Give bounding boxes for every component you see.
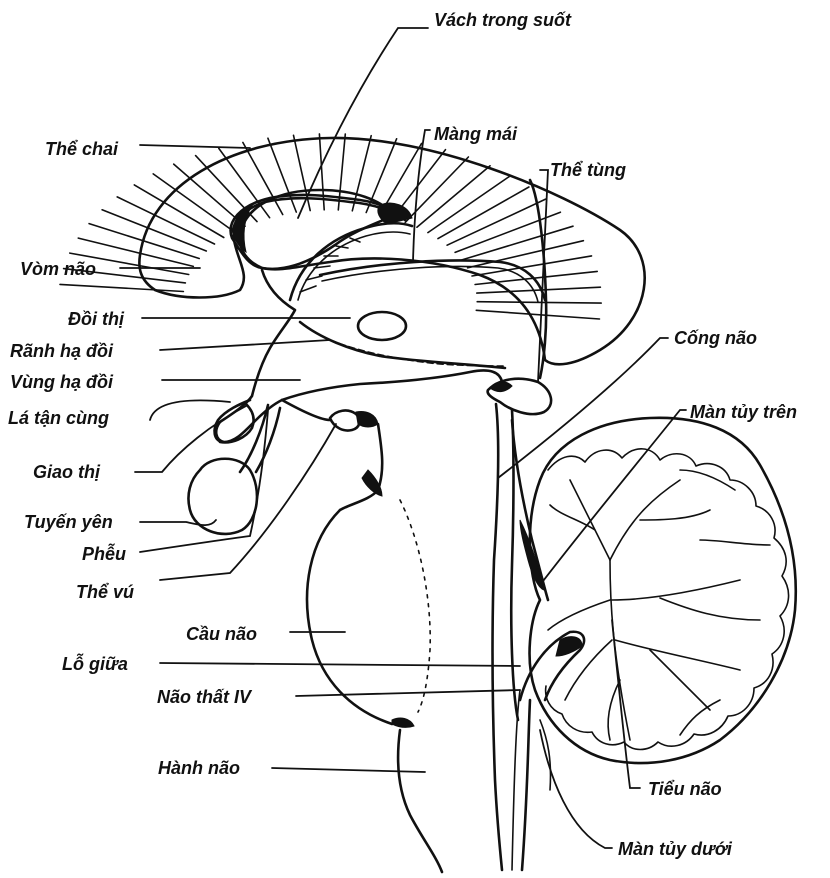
label-nao-that-iv: Não thất IV bbox=[157, 687, 253, 707]
pons bbox=[307, 510, 392, 724]
label-doi-thi: Đồi thị bbox=[68, 309, 125, 329]
fornix-dark bbox=[378, 203, 412, 222]
label-ranh-ha-doi: Rãnh hạ đồi bbox=[10, 341, 114, 361]
callosum-stripe bbox=[468, 241, 584, 268]
pons-dark bbox=[392, 718, 414, 727]
label-cong-nao: Cống não bbox=[674, 328, 757, 348]
callosum-stripe bbox=[477, 287, 601, 293]
midbrain bbox=[340, 424, 382, 510]
label-la-tan-cung: Lá tận cùng bbox=[8, 408, 109, 428]
callosum-stripe bbox=[174, 164, 245, 226]
label-giao-thi: Giao thị bbox=[33, 462, 101, 482]
thalamus-lower-edge bbox=[300, 322, 505, 368]
label-man-tuy-tren: Màn tủy trên bbox=[690, 402, 797, 422]
callosum-stripe bbox=[366, 139, 396, 213]
superior-medullary-velum bbox=[512, 420, 548, 600]
label-the-vu: Thể vú bbox=[76, 582, 134, 602]
callosum-stripe bbox=[476, 310, 599, 319]
label-mang-mai: Màng mái bbox=[434, 124, 518, 144]
labels: Vách trong suốt Màng mái Thể chai Thể tù… bbox=[8, 10, 797, 859]
inferior-medullary-velum bbox=[522, 700, 530, 870]
label-the-tung: Thể tùng bbox=[550, 160, 626, 180]
cerebellum bbox=[512, 418, 796, 763]
label-vach-trong-suot: Vách trong suốt bbox=[434, 10, 572, 30]
label-man-tuy-duoi: Màn tủy dưới bbox=[618, 839, 733, 859]
pineal-dark bbox=[490, 382, 512, 392]
label-tieu-nao: Tiểu não bbox=[648, 779, 722, 799]
interthalamic-adhesion bbox=[358, 312, 406, 340]
label-pheu: Phễu bbox=[82, 543, 126, 564]
label-lo-giua: Lỗ giữa bbox=[62, 653, 128, 674]
label-hanh-nao: Hành não bbox=[158, 758, 240, 778]
callosum-stripe bbox=[60, 284, 183, 291]
pituitary bbox=[188, 459, 257, 534]
label-vung-ha-doi: Vùng hạ đồi bbox=[10, 372, 114, 392]
label-vom-nao: Vòm não bbox=[20, 259, 96, 279]
medulla bbox=[398, 730, 442, 872]
hypothalamic-sulcus bbox=[330, 340, 505, 366]
label-cau-nao: Cầu não bbox=[186, 624, 257, 644]
label-the-chai: Thể chai bbox=[45, 139, 119, 159]
cerebral-aqueduct bbox=[493, 404, 502, 870]
callosum-stripe bbox=[477, 302, 601, 303]
callosum-stripe bbox=[472, 256, 592, 276]
label-tuyen-yen: Tuyến yên bbox=[24, 512, 113, 532]
